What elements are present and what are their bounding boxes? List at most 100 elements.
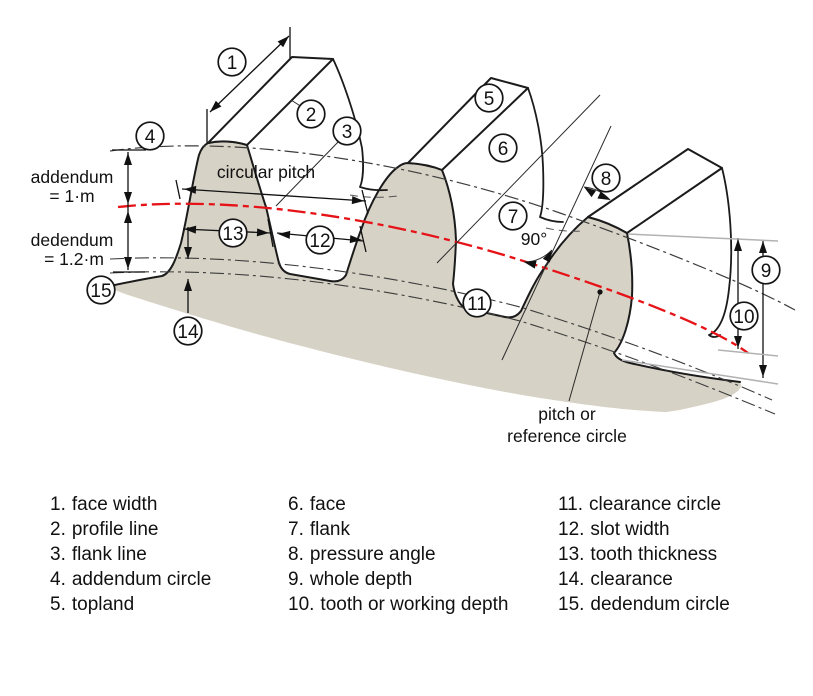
callout-4: 4 — [135, 121, 165, 151]
legend-item-label: clearance — [590, 569, 673, 590]
legend-item: 10.tooth or working depth — [288, 592, 508, 617]
leader-pitch-circle — [568, 291, 601, 402]
gear-rim-fill — [110, 141, 741, 412]
arrow — [349, 235, 362, 244]
legend-item-label: dedendum circle — [590, 594, 730, 615]
circular-pitch-tick-left — [175, 179, 181, 200]
callout-3: 3 — [332, 116, 362, 146]
callout-13-number: 13 — [222, 224, 243, 245]
callout-10: 10 — [729, 301, 759, 331]
legend-item-label: flank line — [71, 544, 147, 565]
arrow — [184, 247, 192, 259]
callout-9: 9 — [751, 255, 781, 285]
arrow — [351, 196, 364, 205]
arrow — [734, 336, 742, 348]
tooth3-topland — [587, 148, 723, 234]
legend-column-3: 11.clearance circle 12.slot width 13.too… — [558, 492, 730, 617]
callout-8: 8 — [591, 163, 621, 193]
arrow — [277, 36, 289, 48]
callout-12: 12 — [305, 225, 335, 255]
arrowheads — [124, 36, 767, 377]
arrow — [584, 187, 597, 198]
pressure-line — [501, 125, 612, 361]
legend-item-number: 3. — [50, 544, 66, 565]
callout-12-number: 12 — [309, 231, 330, 252]
extension-line-tip — [627, 233, 779, 242]
dedendum-circle-arc — [109, 271, 776, 415]
legend-item-number: 10. — [288, 594, 315, 615]
dedendum-label: dedendum — [31, 230, 114, 250]
legend-item: 4.addendum circle — [50, 567, 211, 592]
legend-item-number: 9. — [288, 569, 304, 590]
face-width-dim-line — [209, 35, 290, 113]
legend-column-2: 6.face 7.flank 8.pressure angle 9.whole … — [288, 492, 508, 617]
legend-item-number: 13. — [558, 544, 585, 565]
legend-item: 7.flank — [288, 517, 508, 542]
legend-item-number: 6. — [288, 494, 304, 515]
callout-8-number: 8 — [601, 169, 612, 190]
legend-item: 2.profile line — [50, 517, 211, 542]
addendum-value-label: = 1·m — [49, 186, 94, 206]
legend-item-number: 8. — [288, 544, 304, 565]
legend-item-number: 7. — [288, 519, 304, 540]
legend-item-label: topland — [71, 594, 135, 615]
legend-item-label: flank — [309, 519, 350, 540]
callout-1-number: 1 — [227, 53, 238, 74]
legend-item-label: profile line — [71, 519, 159, 540]
arrow — [597, 191, 610, 200]
callout-15: 15 — [86, 275, 116, 305]
callout-6-number: 6 — [498, 139, 509, 160]
diagram-labels: addendum = 1·m dedendum = 1.2·m circular… — [31, 162, 627, 446]
callout-7: 7 — [498, 201, 528, 231]
extension-lines — [621, 233, 779, 385]
legend-item-number: 11. — [558, 494, 584, 515]
arrow — [524, 260, 537, 269]
addendum-label: addendum — [31, 167, 114, 187]
legend-item: 5.topland — [50, 592, 211, 617]
tooth2-back-flank-line — [527, 87, 564, 223]
arrow — [734, 239, 742, 251]
arrow — [184, 185, 197, 194]
arrow — [542, 250, 552, 263]
legend-item-number: 1. — [50, 494, 66, 515]
pitch-point-dot — [597, 289, 603, 295]
callout-2: 2 — [296, 99, 326, 129]
callout-5: 5 — [474, 83, 504, 113]
legend-item-label: clearance circle — [589, 494, 722, 515]
legend-item-label: tooth or working depth — [320, 594, 509, 615]
legend-column-1: 1.face width 2.profile line 3.flank line… — [50, 492, 211, 617]
legend-item: 12.slot width — [558, 517, 730, 542]
legend-item: 14.clearance — [558, 567, 730, 592]
slot-width-tick-right — [359, 225, 367, 253]
legend-item-label: pressure angle — [309, 544, 436, 565]
callout-15-number: 15 — [90, 281, 111, 302]
pressure-angle-arc — [583, 186, 611, 201]
right-angle-label: 90° — [521, 229, 547, 249]
legend-item: 6.face — [288, 492, 508, 517]
callout-13: 13 — [218, 218, 248, 248]
circular-pitch-dim-line — [181, 188, 367, 202]
legend-item: 11.clearance circle — [558, 492, 730, 517]
tooth1-back-flank-line — [332, 58, 388, 192]
legend-item: 8.pressure angle — [288, 542, 508, 567]
back-arc-fragment-2 — [545, 227, 583, 232]
arrow — [210, 100, 222, 112]
tooth3-back-flank-line — [708, 167, 733, 338]
callout-1: 1 — [217, 47, 247, 77]
pitch-circle-arc — [117, 202, 749, 354]
legend-item-label: whole depth — [309, 569, 413, 590]
legend-item: 15.dedendum circle — [558, 592, 730, 617]
dedendum-value-label: = 1.2·m — [44, 249, 104, 269]
callout-6: 6 — [488, 133, 518, 163]
legend-item: 1.face width — [50, 492, 211, 517]
callout-3-number: 3 — [342, 122, 353, 143]
flank-line — [436, 94, 601, 264]
pitch-circle-label-line2: reference circle — [507, 426, 627, 446]
legend-item-label: tooth thickness — [590, 544, 718, 565]
legend-item-label: face width — [71, 494, 158, 515]
arrow — [184, 225, 197, 234]
arrow — [759, 365, 767, 377]
arrow — [278, 230, 291, 239]
legend-item: 3.flank line — [50, 542, 211, 567]
